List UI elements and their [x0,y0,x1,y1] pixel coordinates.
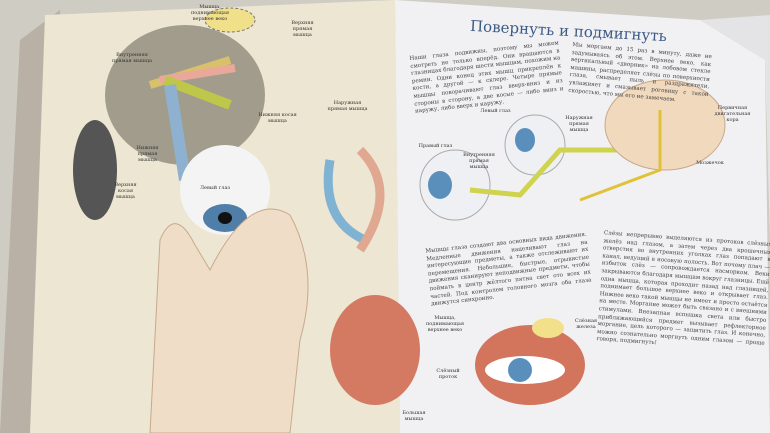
label-levator-left: Мышца, поднимающая верхнее веко [190,4,230,22]
brain-diagram [604,79,726,171]
paragraph-tears: Слёзы непрерывно выделяются из протоков … [596,230,770,347]
eyelid-muscle [330,295,420,405]
left-eye-diagram [504,114,566,176]
label-inferior-oblique: Нижняя косая мышца [258,112,297,124]
rotation-arrows [323,159,367,245]
label-inner-rectus: Внутренняя прямая мышца [463,152,495,170]
hand [149,208,309,433]
label-medial-rectus: Внутренняя прямая мышца [112,52,153,64]
label-tear-duct: Слёзный проток [436,368,460,380]
label-motor-cortex: Первичная двигательная кора [714,105,751,123]
label-superior-rectus: Верхняя прямая мышца [291,20,314,38]
label-orbicularis: Большая мышца [402,410,426,422]
label-lateral-rectus: Наружная прямая мышца [327,100,368,112]
label-left-eye: Левый глаз [480,108,511,114]
label-levator: Мышца, поднимающая верхнее веко [425,315,465,333]
shadow-shape [73,120,117,220]
label-cerebellum: Мозжечок [696,160,724,166]
label-outer-rectus: Наружная прямая мышца [565,115,593,133]
label-lacrimal-gland: Слёзная железа [574,318,598,330]
right-eye-diagram [419,149,491,221]
label-right-eye: Правый глаз [418,143,453,149]
left-page-eyeball [180,145,270,235]
label-inferior-rectus: Нижняя прямая мышца [136,145,159,163]
label-superior-oblique: Верхняя косая мышца [114,182,137,200]
lacrimal-gland-shape [204,7,256,33]
label-left-eye-left-page: Левый глаз [199,185,231,191]
